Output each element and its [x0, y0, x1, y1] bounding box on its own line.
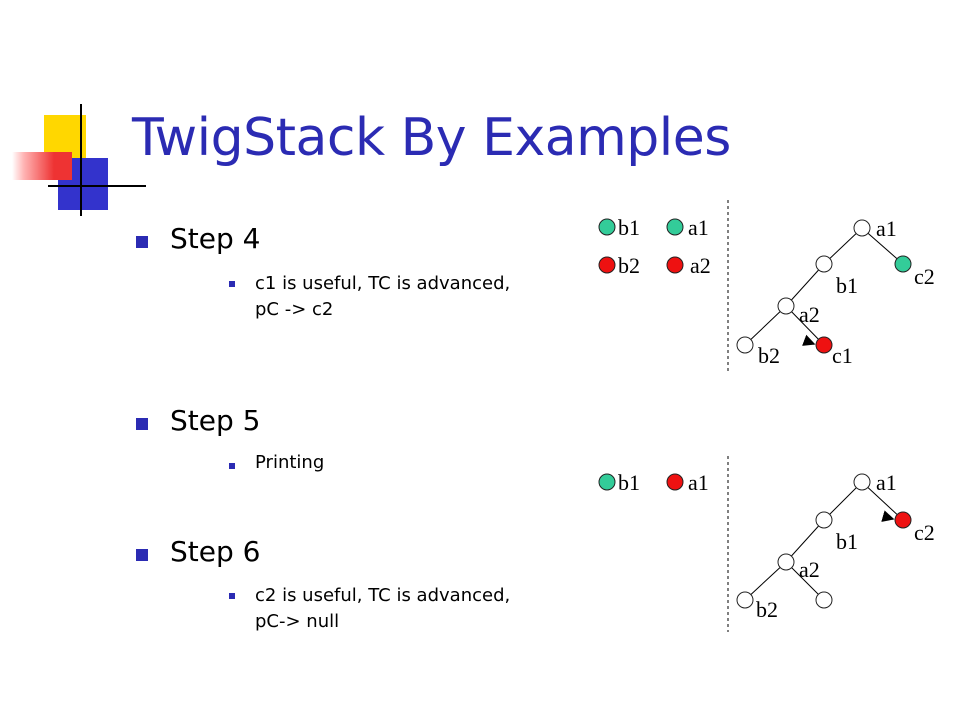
tree2-node-c2 — [894, 511, 912, 529]
logo-red-square — [12, 152, 72, 180]
page-title: TwigStack By Examples — [132, 108, 731, 168]
tree-node-b2 — [736, 336, 754, 354]
tree-node-b1 — [815, 255, 833, 273]
pointer-arrow-c2 — [881, 510, 895, 522]
tree-node-a1 — [853, 219, 871, 237]
step-5-line-1: Printing — [255, 452, 325, 473]
stack2-label-a1: a1 — [688, 470, 709, 495]
stack-b1-node — [598, 218, 616, 236]
tree-node-c2 — [894, 255, 912, 273]
step-4-line-1: c1 is useful, TC is advanced, — [255, 273, 511, 294]
stack-b2-node — [598, 256, 616, 274]
step-4-heading: Step 4 — [170, 222, 261, 255]
tree2-node-a1 — [853, 473, 871, 491]
tree2-node-a2 — [777, 553, 795, 571]
diagram-2-stacks: b1 a1 — [598, 470, 709, 495]
step-5-heading: Step 5 — [170, 404, 261, 437]
step-6-heading: Step 6 — [170, 535, 261, 568]
tree-label-a1: a1 — [876, 216, 897, 241]
pointer-arrow-c1 — [802, 334, 816, 346]
tree2-label-c2: c2 — [914, 520, 935, 545]
tree-node-a2 — [777, 297, 795, 315]
stack2-b1-node — [598, 473, 616, 491]
stack-label-a1: a1 — [688, 215, 709, 240]
step-4-line-2: pC -> c2 — [255, 299, 334, 320]
stack-label-a2: a2 — [690, 253, 711, 278]
stack-label-b2: b2 — [618, 253, 640, 278]
stack2-label-b1: b1 — [618, 470, 640, 495]
tree-label-c1: c1 — [832, 343, 853, 368]
logo-decoration — [0, 0, 146, 220]
tree-label-c2: c2 — [914, 264, 935, 289]
stack-a1-node — [666, 218, 684, 236]
bullet-step-6 — [136, 549, 148, 561]
diagram-2-tree: a1 b1 c2 a2 b2 — [736, 470, 935, 622]
sub-bullet-step-4 — [229, 281, 235, 287]
bullet-step-4 — [136, 236, 148, 248]
bullet-step-5 — [136, 418, 148, 430]
logo-horizontal-line — [48, 185, 146, 187]
tree2-node-b1 — [815, 511, 833, 529]
tree2-label-b1: b1 — [836, 529, 858, 554]
step-6-line-2: pC-> null — [255, 611, 340, 632]
tree-node-c1 — [815, 336, 833, 354]
diagram-1-stacks: b1 a1 b2 a2 — [598, 215, 711, 278]
tree2-node-c1 — [815, 591, 833, 609]
tree-label-b1: b1 — [836, 273, 858, 298]
stack-a2-node — [666, 256, 684, 274]
tree-label-a2: a2 — [799, 302, 820, 327]
tree2-label-a2: a2 — [799, 557, 820, 582]
stack2-a1-node — [666, 473, 684, 491]
diagram-1-tree: a1 b1 c2 a2 b2 c1 — [736, 216, 935, 368]
logo-vertical-line — [80, 104, 82, 216]
tree2-node-b2 — [736, 591, 754, 609]
sub-bullet-step-5 — [229, 463, 235, 469]
tree2-label-b2: b2 — [756, 597, 778, 622]
tree-label-b2: b2 — [758, 343, 780, 368]
stack-label-b1: b1 — [618, 215, 640, 240]
step-6-line-1: c2 is useful, TC is advanced, — [255, 585, 511, 606]
tree2-label-a1: a1 — [876, 470, 897, 495]
sub-bullet-step-6 — [229, 593, 235, 599]
